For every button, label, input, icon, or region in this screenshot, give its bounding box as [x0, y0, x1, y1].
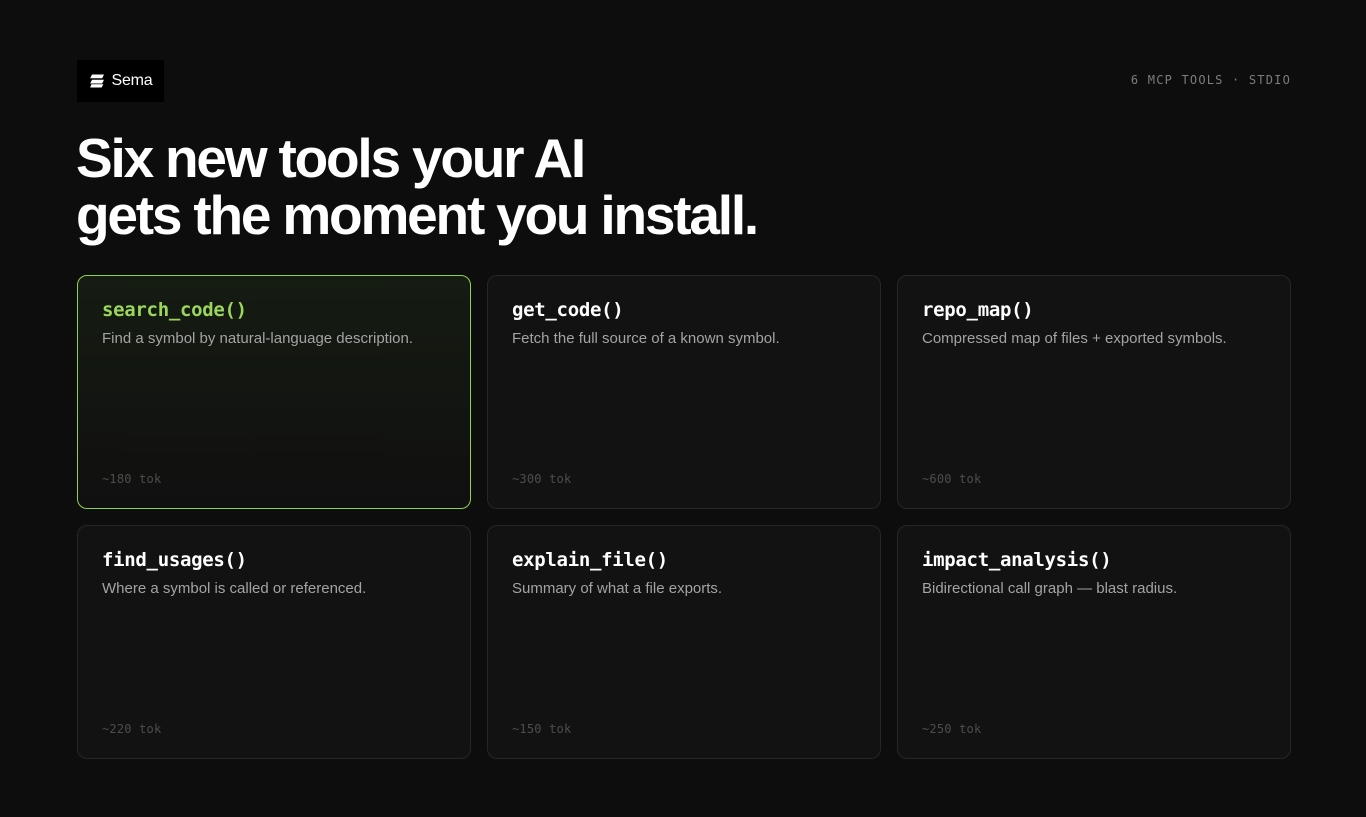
tool-token-count: ~220 tok: [102, 722, 162, 736]
tool-description: Where a symbol is called or referenced.: [102, 580, 367, 597]
sema-logo-icon: [89, 74, 104, 88]
tool-card-find-usages[interactable]: find_usages() Where a symbol is called o…: [77, 525, 471, 759]
headline-line-2: gets the moment you install.: [76, 184, 759, 246]
tool-card-repo-map[interactable]: repo_map() Compressed map of files + exp…: [897, 275, 1291, 509]
tools-grid: search_code() Find a symbol by natural-l…: [77, 275, 1292, 759]
tool-card-search-code[interactable]: search_code() Find a symbol by natural-l…: [77, 275, 471, 509]
tool-name: get_code(): [512, 299, 624, 321]
tool-description: Bidirectional call graph — blast radius.: [922, 580, 1178, 597]
tool-token-count: ~150 tok: [512, 722, 572, 736]
tool-name: repo_map(): [922, 299, 1034, 321]
tool-token-count: ~180 tok: [102, 472, 162, 486]
tool-description: Fetch the full source of a known symbol.: [512, 330, 780, 347]
tool-description: Find a symbol by natural-language descri…: [102, 330, 414, 347]
tool-name: impact_analysis(): [922, 549, 1112, 571]
brand-name: Sema: [111, 72, 153, 89]
tool-name: explain_file(): [512, 549, 668, 571]
tool-token-count: ~600 tok: [922, 472, 982, 486]
tool-description: Summary of what a file exports.: [512, 580, 723, 597]
tools-meta-label: 6 MCP TOOLS · STDIO: [1130, 73, 1291, 87]
tool-token-count: ~300 tok: [512, 472, 572, 486]
tool-card-explain-file[interactable]: explain_file() Summary of what a file ex…: [487, 525, 881, 759]
tool-name: find_usages(): [102, 549, 247, 571]
tool-description: Compressed map of files + exported symbo…: [922, 330, 1227, 347]
tool-card-impact-analysis[interactable]: impact_analysis() Bidirectional call gra…: [897, 525, 1291, 759]
page-headline: Six new tools your AI gets the moment yo…: [76, 130, 1076, 244]
brand-logo[interactable]: Sema: [77, 60, 164, 102]
tool-card-get-code[interactable]: get_code() Fetch the full source of a kn…: [487, 275, 881, 509]
tool-name: search_code(): [102, 299, 247, 321]
tool-token-count: ~250 tok: [922, 722, 982, 736]
headline-line-1: Six new tools your AI: [76, 127, 586, 189]
